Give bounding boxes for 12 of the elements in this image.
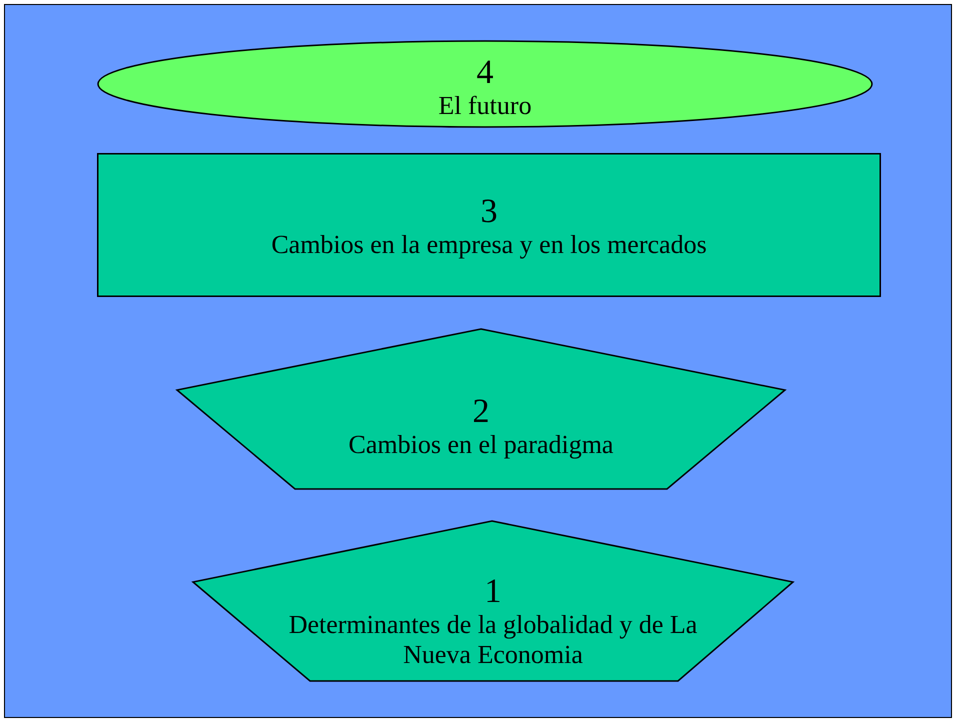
step-number: 2 <box>472 393 490 430</box>
step-number: 4 <box>476 54 494 92</box>
ellipse-shape <box>97 40 873 128</box>
step-label: Determinantes de la globalidad y de La Nueva Economia <box>288 610 698 670</box>
pentagon-shape <box>177 329 785 489</box>
step-label: Cambios en el paradigma <box>348 430 614 460</box>
rectangle-box <box>97 153 881 297</box>
step-label: El futuro <box>438 91 532 122</box>
step-number: 3 <box>480 193 498 230</box>
step-label: Cambios en la empresa y en los mercados <box>271 230 707 260</box>
pentagon-shape <box>193 521 793 681</box>
step-number: 1 <box>484 573 502 610</box>
